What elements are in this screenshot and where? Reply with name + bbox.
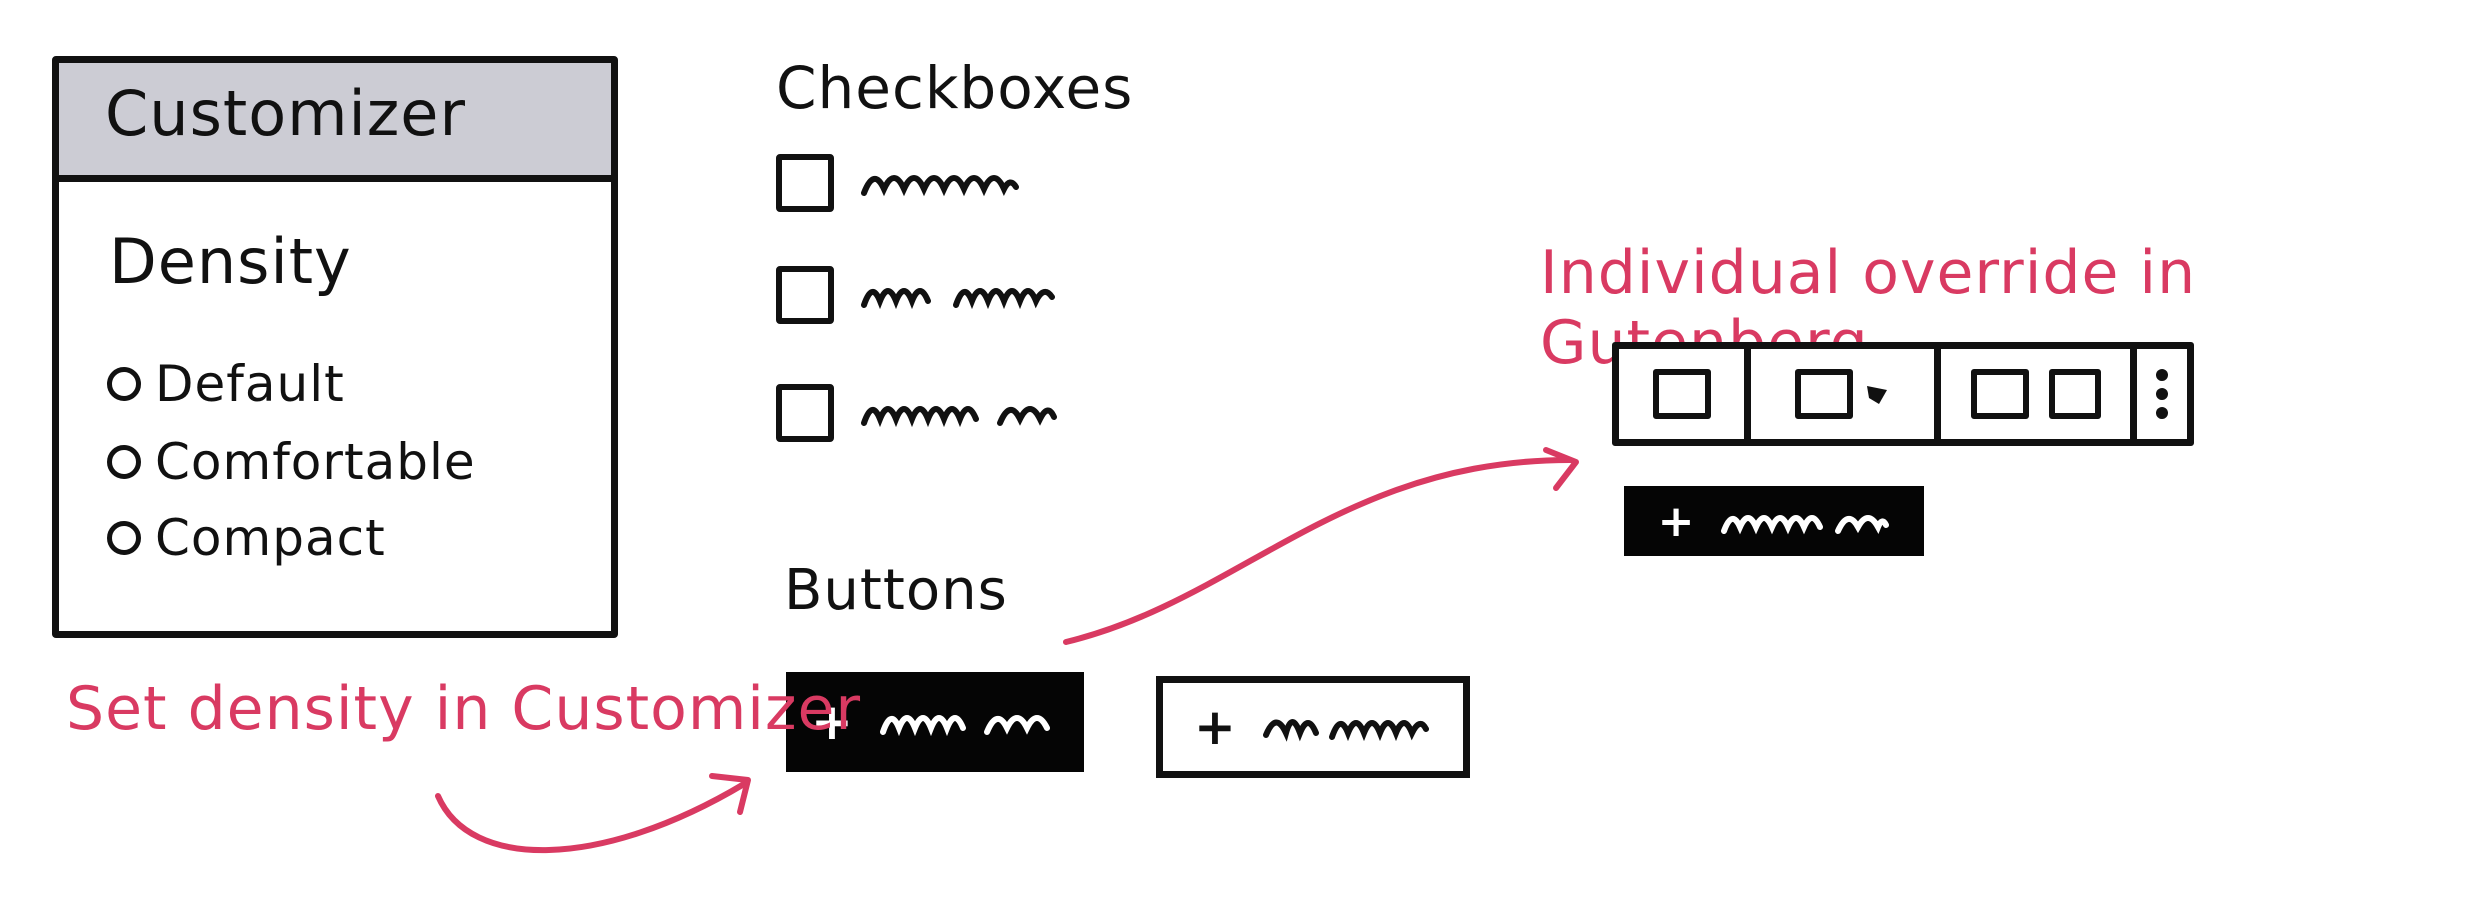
radio-circle-icon (107, 521, 141, 555)
checkbox[interactable] (776, 154, 834, 212)
block-icon (1794, 369, 1853, 419)
checkbox-row[interactable] (776, 154, 1020, 212)
primary-add-button[interactable]: + (786, 672, 1084, 772)
plus-icon: + (1194, 698, 1236, 756)
plus-icon: + (1657, 495, 1695, 547)
block-type-icon (1652, 369, 1711, 419)
squiggle-icon (1262, 719, 1429, 742)
customizer-title: Customizer (105, 77, 466, 150)
squiggle-icon (879, 715, 1050, 737)
align-right-icon (2048, 369, 2101, 419)
radio-circle-icon (107, 367, 141, 401)
override-add-button[interactable]: + (1624, 486, 1924, 556)
density-label: Density (109, 225, 352, 298)
checkbox-row[interactable] (776, 266, 1060, 324)
block-toolbar (1612, 342, 2194, 446)
checkbox-row[interactable] (776, 384, 1060, 442)
checkbox[interactable] (776, 384, 834, 442)
radio-label: Compact (155, 509, 386, 567)
plus-icon: + (811, 693, 853, 751)
radio-comfortable[interactable]: Comfortable (107, 433, 476, 491)
more-options-button[interactable] (2137, 349, 2187, 439)
secondary-add-button[interactable]: + (1156, 676, 1470, 778)
arrow-to-gutenberg-icon (1063, 447, 1579, 645)
squiggle-icon (861, 288, 1055, 310)
checkboxes-title: Checkboxes (776, 54, 1134, 122)
squiggle-icon (1721, 515, 1890, 535)
density-annotation: Set density in Customizer (66, 674, 862, 744)
customizer-panel: Customizer Density Default Comfortable C… (52, 56, 618, 638)
radio-label: Default (155, 355, 345, 413)
radio-circle-icon (107, 445, 141, 479)
radio-compact[interactable]: Compact (107, 509, 386, 567)
toolbar-group-block-type[interactable] (1619, 349, 1751, 439)
radio-label: Comfortable (155, 433, 476, 491)
arrow-to-buttons-icon (435, 773, 751, 853)
drag-handle-icon (1866, 386, 1887, 404)
squiggle-icon (861, 406, 1057, 428)
squiggle-icon (861, 175, 1019, 197)
more-vertical-icon (2156, 369, 2168, 419)
toolbar-group-align[interactable] (1941, 349, 2137, 439)
customizer-header (59, 63, 611, 182)
buttons-title: Buttons (784, 558, 1008, 623)
checkbox[interactable] (776, 266, 834, 324)
toolbar-group-move[interactable] (1751, 349, 1941, 439)
radio-default[interactable]: Default (107, 355, 345, 413)
align-left-icon (1970, 369, 2029, 419)
